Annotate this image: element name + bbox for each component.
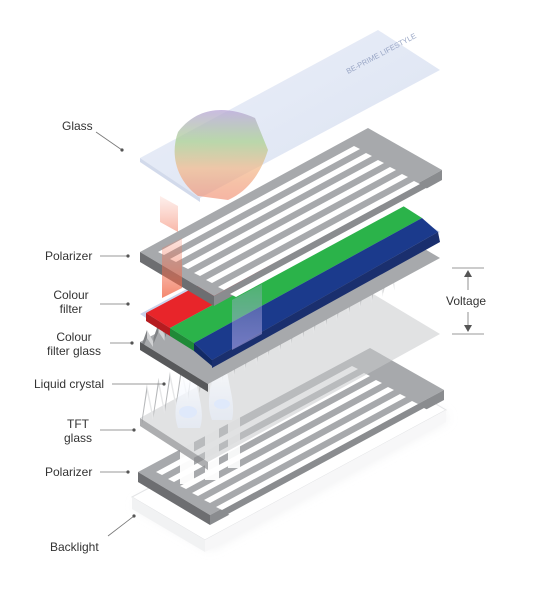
label-liquid-crystal: Liquid crystal bbox=[34, 377, 105, 391]
polarizer-top-layer bbox=[140, 128, 442, 306]
polarizer-slot bbox=[204, 394, 406, 503]
label-colour-filter-glass: Colour filter glass bbox=[46, 330, 102, 358]
sawtooth-tooth bbox=[170, 371, 176, 409]
polarizer-slot bbox=[170, 153, 372, 262]
glass-layer bbox=[140, 30, 440, 232]
polarizer-slot bbox=[158, 146, 360, 255]
polarizer-slot bbox=[228, 408, 430, 517]
polarizer-slot bbox=[216, 401, 418, 510]
sawtooth-tooth bbox=[142, 384, 147, 424]
polarizer-slot bbox=[206, 174, 408, 283]
label-voltage: Voltage bbox=[446, 294, 487, 308]
sawtooth-tooth bbox=[153, 377, 159, 418]
polarizer-slot bbox=[194, 167, 396, 276]
label-glass: Glass bbox=[62, 119, 93, 133]
label-polarizer-top: Polarizer bbox=[45, 249, 93, 263]
leader-lines bbox=[95, 131, 166, 537]
polarizer-slot bbox=[182, 160, 384, 269]
label-polarizer-bottom: Polarizer bbox=[45, 465, 93, 479]
label-colour-filter: Colour filter bbox=[53, 288, 89, 316]
up-arrow-icon bbox=[464, 270, 472, 277]
sawtooth-tooth bbox=[176, 365, 182, 406]
label-tft-glass: TFT glass bbox=[63, 417, 92, 445]
polarizer-slot bbox=[192, 387, 394, 496]
light-beams bbox=[162, 238, 262, 350]
sawtooth-tooth bbox=[153, 323, 159, 344]
polarizer-slot bbox=[218, 181, 420, 290]
label-backlight: Backlight bbox=[50, 540, 99, 554]
sawtooth-tooth bbox=[147, 384, 153, 421]
polarizer-slot bbox=[230, 188, 432, 297]
down-arrow-icon bbox=[464, 325, 472, 332]
sawtooth-tooth bbox=[158, 377, 165, 415]
voltage-indicator bbox=[452, 267, 484, 335]
sawtooth-tooth bbox=[147, 330, 153, 347]
sawtooth-tooth bbox=[165, 371, 170, 412]
